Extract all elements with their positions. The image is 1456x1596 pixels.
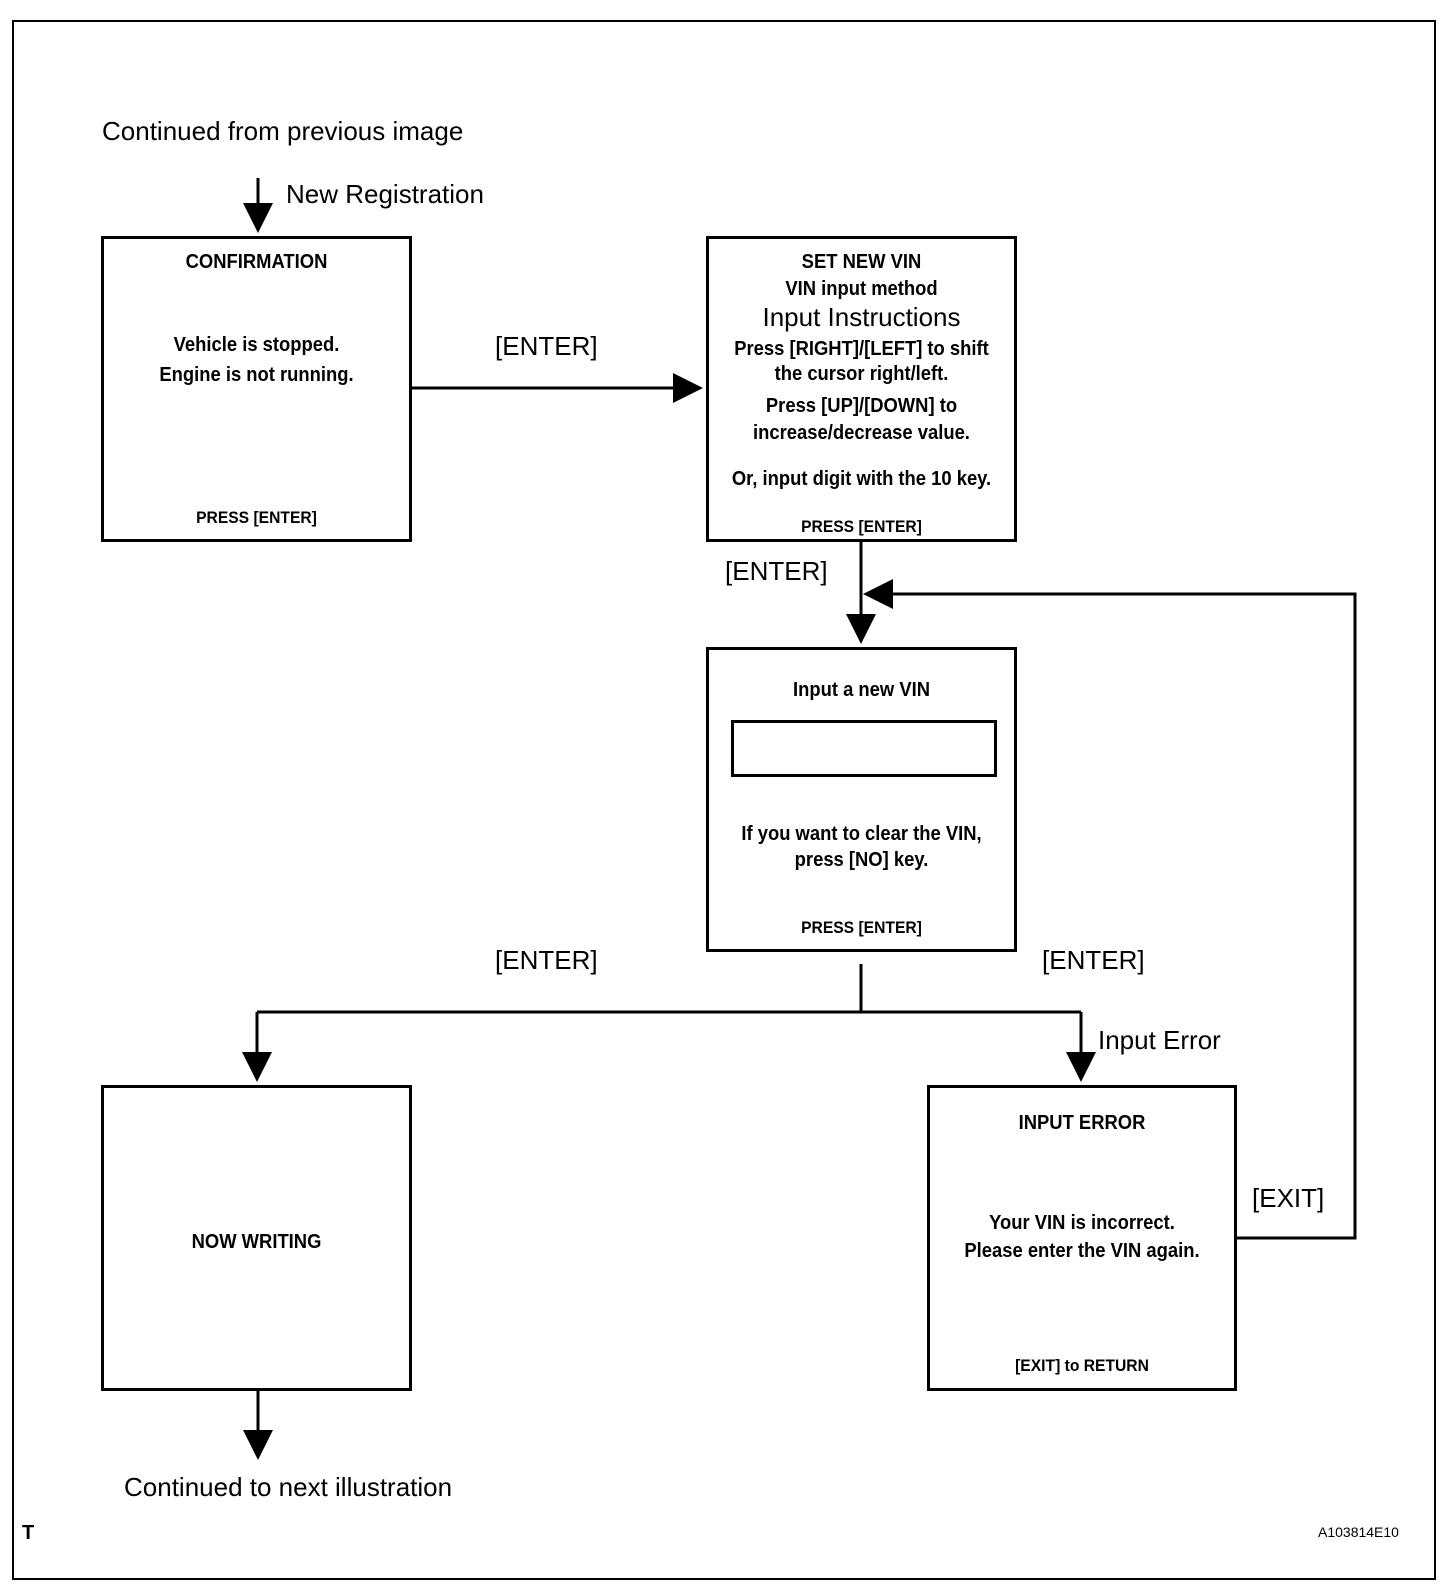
enter-label-2: [ENTER] <box>725 556 828 586</box>
set-new-vin-subtitle: VIN input method <box>785 278 938 300</box>
set-new-vin-title: SET NEW VIN <box>801 251 922 273</box>
confirmation-screen: CONFIRMATION Vehicle is stopped. Engine … <box>101 236 412 542</box>
input-new-vin-title: Input a new VIN <box>793 679 930 701</box>
confirmation-title: CONFIRMATION <box>185 251 328 273</box>
enter-label-1: [ENTER] <box>495 331 598 361</box>
set-new-vin-line-3: Press [UP]/[DOWN] to <box>765 395 958 417</box>
vin-input-field[interactable] <box>731 720 997 777</box>
set-new-vin-line-4: increase/decrease value. <box>753 422 970 444</box>
set-new-vin-screen: SET NEW VIN VIN input method Input Instr… <box>706 236 1017 542</box>
exit-label: [EXIT] <box>1252 1183 1325 1213</box>
input-new-vin-line-2: press [NO] key. <box>794 849 929 871</box>
corner-t-label: T <box>22 1522 35 1544</box>
input-error-label: Input Error <box>1098 1025 1221 1055</box>
diagram-frame <box>12 20 1436 1580</box>
new-registration-label: New Registration <box>286 179 484 209</box>
set-new-vin-line-2: the cursor right/left. <box>774 363 949 385</box>
continued-to-label: Continued to next illustration <box>124 1472 453 1502</box>
input-new-vin-line-1: If you want to clear the VIN, <box>741 823 982 845</box>
figure-id-label: A103814E10 <box>1318 1524 1399 1540</box>
now-writing-screen: NOW WRITING <box>101 1085 412 1391</box>
input-error-line-1: Your VIN is incorrect. <box>989 1212 1175 1234</box>
confirmation-line-1: Vehicle is stopped. <box>173 334 340 356</box>
input-instructions-heading: Input Instructions <box>762 302 961 332</box>
input-new-vin-footer: PRESS [ENTER] <box>801 918 922 937</box>
input-error-title: INPUT ERROR <box>1018 1112 1146 1134</box>
input-error-screen: INPUT ERROR Your VIN is incorrect. Pleas… <box>927 1085 1237 1391</box>
continued-from-label: Continued from previous image <box>102 116 464 146</box>
input-error-line-2: Please enter the VIN again. <box>964 1240 1200 1262</box>
input-new-vin-screen: Input a new VIN If you want to clear the… <box>706 647 1017 952</box>
confirmation-line-2: Engine is not running. <box>159 364 354 386</box>
input-error-footer: [EXIT] to RETURN <box>1015 1356 1149 1375</box>
now-writing-title: NOW WRITING <box>191 1231 322 1253</box>
set-new-vin-line-1: Press [RIGHT]/[LEFT] to shift <box>734 338 989 360</box>
enter-label-3: [ENTER] <box>495 945 598 975</box>
set-new-vin-footer: PRESS [ENTER] <box>801 517 922 536</box>
enter-label-4: [ENTER] <box>1042 945 1145 975</box>
set-new-vin-line-5: Or, input digit with the 10 key. <box>731 468 992 490</box>
confirmation-footer: PRESS [ENTER] <box>196 508 317 527</box>
